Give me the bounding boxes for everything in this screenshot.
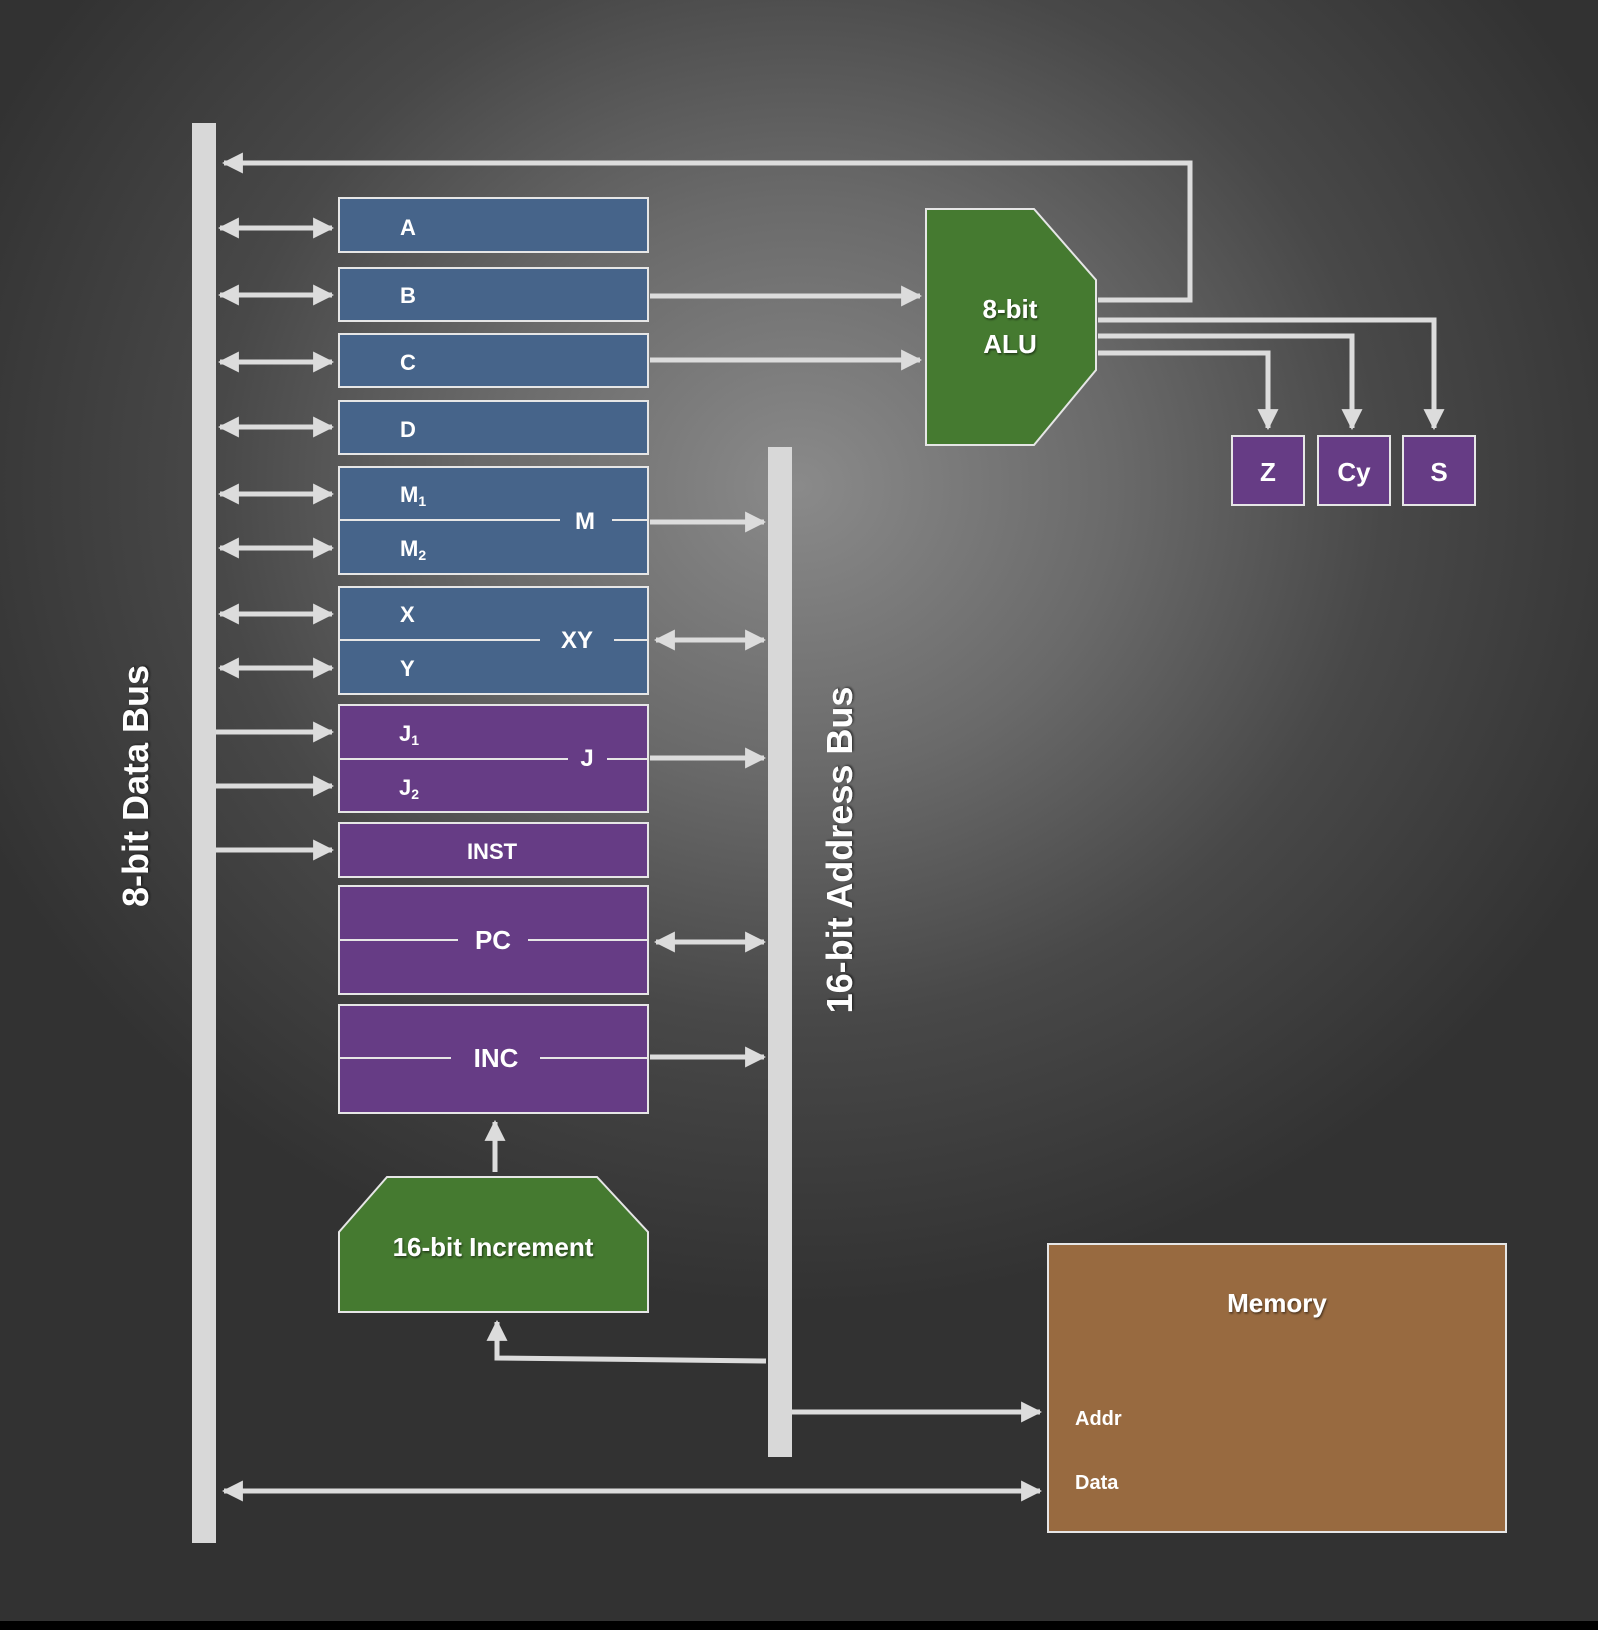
arrow-alu-z [1098,350,1279,431]
register-d: D [338,400,649,455]
flag-cy: Cy [1317,435,1391,506]
register-c: C [338,333,649,388]
address-bus [768,447,792,1457]
register-m: M1 M2 M [338,466,649,575]
flag-s: S [1402,435,1476,506]
connections [216,152,1445,1502]
incrementer-label: 16-bit Increment [393,1232,594,1262]
incrementer-block: 16-bit Increment [338,1176,649,1313]
register-j2-label: J2 [399,775,419,802]
register-j: J1 J2 J [338,704,649,813]
register-inst: INST [338,822,649,878]
register-inc-label: INC [474,1043,519,1073]
register-c-label: C [400,350,416,375]
flag-s-label: S [1430,457,1447,487]
address-bus-label: 16-bit Address Bus [819,687,860,1014]
alu-label-line2: ALU [983,329,1036,359]
arrow-addrbus-incrementer [486,1319,767,1364]
arrow-alu-databus [221,152,1193,303]
arrow-alu-cy [1098,333,1363,431]
register-d-label: D [400,417,416,442]
flag-z-label: Z [1260,457,1276,487]
register-x-label: X [400,602,415,627]
register-y-label: Y [400,656,415,681]
register-j-label: J [580,745,593,772]
memory-title: Memory [1227,1288,1327,1318]
memory-block: Memory Addr Data [1047,1243,1507,1533]
register-m1-label: M1 [400,482,426,509]
register-xy: X Y XY [338,586,649,695]
register-inst-label: INST [467,839,518,864]
arrow-alu-s [1098,317,1445,431]
flag-cy-label: Cy [1337,457,1371,487]
register-m2-label: M2 [400,536,426,563]
memory-addr-port: Addr [1075,1408,1122,1430]
data-bus-label: 8-bit Data Bus [115,665,156,907]
flag-z: Z [1231,435,1305,506]
alu-block: 8-bit ALU [925,208,1097,446]
register-inc: INC [338,1004,649,1114]
register-m-label: M [575,508,595,535]
register-a-label: A [400,215,416,240]
alu-label-line1: 8-bit [983,294,1038,324]
register-j1-label: J1 [399,721,419,748]
register-a: A [338,197,649,253]
register-pc: PC [338,885,649,995]
register-pc-label: PC [475,925,511,955]
register-b-label: B [400,283,416,308]
register-b: B [338,267,649,322]
register-xy-label: XY [561,627,593,654]
memory-data-port: Data [1075,1472,1119,1494]
data-bus [192,123,216,1543]
